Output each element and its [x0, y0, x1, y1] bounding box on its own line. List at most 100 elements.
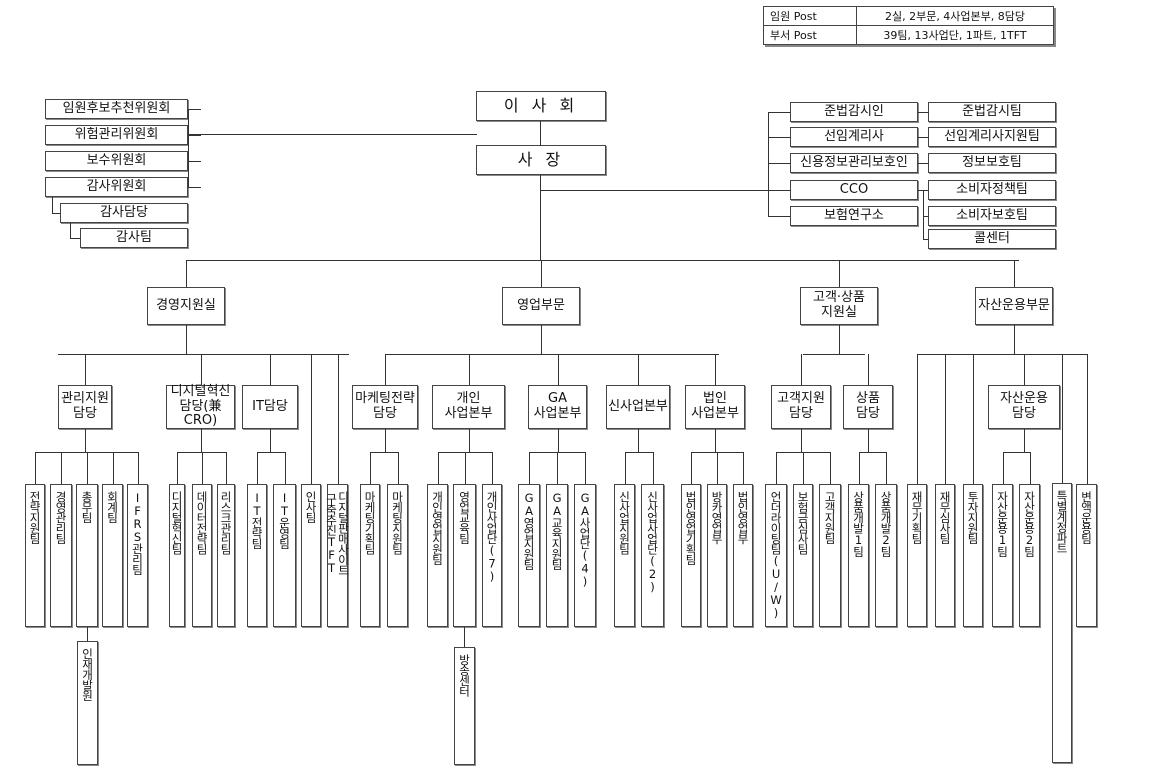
connector-line: [768, 163, 791, 164]
connector-line: [918, 112, 929, 113]
connector-line: [186, 325, 187, 355]
connector-line: [398, 452, 399, 485]
connector-line: [270, 429, 271, 453]
connector-line: [188, 135, 201, 136]
team-box: 회계팀: [102, 484, 123, 627]
team-box: 마케팅지원팀: [387, 484, 408, 627]
subgroup-box: 디지털혁신 담당(兼CRO): [166, 384, 235, 429]
subgroup-box: 신사업본부: [606, 385, 670, 429]
subgroup-box: 고객지원 담당: [771, 385, 831, 429]
team-box: GA영업지원팀: [518, 484, 540, 627]
stats-row: 부서 Post 39팀, 13사업단, 1파트, 1TFT: [763, 25, 1054, 45]
connector-line: [973, 354, 974, 485]
team-box: 방카영업부: [707, 484, 727, 627]
connector-line: [464, 627, 465, 648]
connector-line: [776, 452, 777, 485]
subgroup-box: 상품 담당: [843, 385, 893, 429]
connector-line: [385, 354, 386, 386]
connector-line: [1014, 260, 1015, 288]
team-box: 상품개발2팀: [875, 484, 897, 627]
connector-line: [638, 354, 639, 386]
team-box: 전략지원팀: [25, 484, 45, 627]
connector-line: [717, 452, 718, 485]
team-box: 법인영업부: [733, 484, 753, 627]
connector-line: [868, 429, 869, 453]
connector-line: [691, 452, 692, 485]
connector-line: [557, 452, 558, 485]
compliance-team-box: 선임계리사지원팀: [928, 127, 1056, 147]
connector-line: [1024, 429, 1025, 453]
team-box: 영업교육팀: [453, 484, 476, 627]
team-box: 자산운용2팀: [1019, 484, 1040, 627]
team-box: 리스크관리팀: [217, 484, 235, 627]
team-box: 마케팅기획팀: [360, 484, 380, 627]
team-box: 투자지원팀: [963, 484, 983, 627]
team-box: 디지털혁신팀: [169, 484, 185, 627]
connector-line: [257, 452, 286, 453]
team-box: 상품개발1팀: [848, 484, 869, 627]
connector-line: [58, 354, 349, 355]
connector-line: [839, 325, 840, 355]
connector-line: [918, 354, 1088, 355]
team-box: 신사업사업단(2): [641, 484, 664, 627]
compliance-team-box: 준법감시팀: [928, 102, 1056, 122]
team-box: GA사업단(4): [574, 484, 596, 627]
connector-line: [70, 223, 71, 239]
division-box: 자산운용부문: [975, 287, 1053, 325]
connector-line: [801, 354, 802, 386]
connector-line: [529, 452, 530, 485]
team-box: GA교육지원팀: [546, 484, 568, 627]
connector-line: [1087, 354, 1088, 485]
ceo-box: 사 장: [476, 145, 606, 175]
compliance-officer-box: 선임계리사: [790, 127, 918, 147]
audit-officer-box: 감사담당: [60, 203, 188, 223]
committee-box: 감사위원회: [45, 177, 188, 197]
connector-line: [768, 112, 791, 113]
connector-line: [918, 137, 929, 138]
connector-line: [201, 354, 202, 386]
connector-line: [1003, 452, 1004, 485]
connector-line: [801, 429, 802, 453]
team-box: 재무심사팀: [935, 484, 955, 627]
connector-line: [715, 429, 716, 453]
connector-line: [186, 260, 1019, 261]
connector-line: [923, 216, 929, 217]
compliance-officer-box: 보험연구소: [790, 206, 918, 226]
subgroup-box: 자산운용 담당: [988, 385, 1060, 429]
connector-line: [188, 161, 201, 162]
compliance-officer-box: CCO: [790, 180, 918, 200]
team-box: 인사팀: [301, 484, 321, 627]
connector-line: [202, 452, 203, 485]
team-box: IT전략팀: [247, 484, 267, 627]
team-box: 고객지원팀: [819, 484, 841, 627]
team-box: 경영관리팀: [50, 484, 72, 627]
connector-line: [768, 216, 791, 217]
division-box: 경영지원실: [147, 287, 225, 325]
team-box: 신사업지원팀: [614, 484, 635, 627]
stats-label: 임원 Post: [763, 6, 857, 26]
team-box: 변액운용팀: [1076, 484, 1097, 627]
connector-line: [803, 354, 865, 355]
connector-line: [768, 112, 769, 217]
connector-line: [370, 452, 371, 485]
connector-line: [558, 354, 559, 386]
connector-line: [465, 452, 466, 485]
committee-box: 임원후보추천위원회: [45, 99, 188, 119]
committee-box: 위험관리위원회: [45, 125, 188, 145]
connector-line: [768, 137, 791, 138]
team-box: 특별계정파트: [1052, 483, 1072, 763]
connector-line: [52, 197, 53, 214]
subgroup-box: 마케팅전략 담당: [352, 385, 418, 429]
connector-line: [70, 238, 81, 239]
connector-line: [653, 452, 654, 485]
connector-line: [541, 325, 542, 355]
team-box: IT운영팀: [273, 484, 296, 627]
connector-line: [85, 354, 86, 386]
connector-line: [540, 175, 541, 261]
audit-team-box: 감사팀: [80, 228, 188, 248]
broadcast-center-box: 방송센터: [454, 647, 475, 765]
compliance-team-box: 정보보호팀: [928, 153, 1056, 173]
stats-row: 임원 Post 2실, 2부문, 4사업본부, 8담당: [763, 6, 1054, 26]
connector-line: [201, 429, 202, 453]
